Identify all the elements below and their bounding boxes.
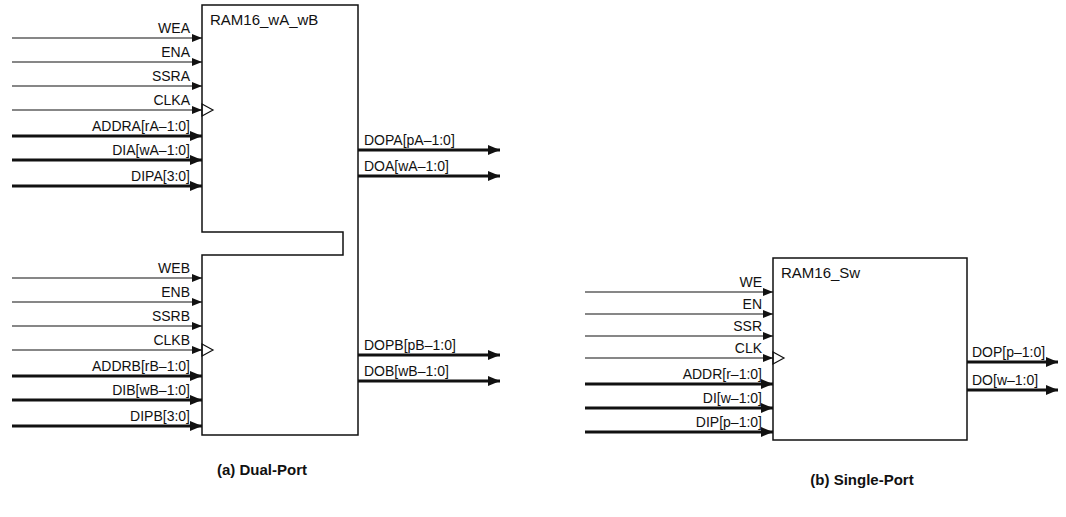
wire: [12, 85, 202, 86]
bus: [12, 399, 202, 402]
signal-name: WEB: [158, 260, 190, 276]
signal-name: DOA[wA–1:0]: [364, 158, 449, 174]
signal-name: DIPA[3:0]: [131, 168, 190, 184]
wire: [12, 301, 202, 302]
signal-name: DO[w–1:0]: [972, 372, 1038, 388]
single-port-outline: [773, 258, 967, 440]
bus: [12, 425, 202, 428]
bus: [585, 383, 773, 386]
wire: [585, 335, 773, 336]
signal-name: CLKB: [153, 332, 190, 348]
signal-name: DOP[p–1:0]: [972, 344, 1045, 360]
bus: [12, 375, 202, 378]
bus-wires: [12, 136, 1058, 432]
wire: [585, 357, 773, 358]
bus: [967, 389, 1058, 392]
block-name: RAM16_wA_wB: [202, 5, 326, 34]
bus: [12, 185, 202, 188]
wire: [12, 109, 202, 110]
wire: [12, 277, 202, 278]
signal-name: CLKA: [153, 92, 190, 108]
signal-name: EN: [743, 296, 762, 312]
wire: [12, 325, 202, 326]
signal-name: SSR: [733, 318, 762, 334]
signal-name: SSRB: [152, 308, 190, 324]
signal-name: CLK: [735, 340, 762, 356]
figure-caption: (a) Dual-Port: [217, 462, 307, 478]
wire: [12, 61, 202, 62]
signal-name: SSRA: [152, 68, 190, 84]
signal-name: ADDRB[rB–1:0]: [92, 358, 190, 374]
signal-name: ADDR[r–1:0]: [683, 366, 762, 382]
bus: [12, 159, 202, 162]
signal-name: DIPB[3:0]: [130, 408, 190, 424]
bus: [585, 431, 773, 434]
figure-caption: (b) Single-Port: [810, 472, 913, 488]
bus: [967, 361, 1058, 364]
wire: [585, 313, 773, 314]
bus: [358, 380, 500, 383]
bus: [358, 175, 500, 178]
clock-symbol: [202, 344, 213, 356]
signal-name: WEA: [158, 20, 190, 36]
ram-block: RAM16_Sw: [773, 258, 967, 440]
signal-name: DIA[wA–1:0]: [112, 142, 190, 158]
wire: [12, 37, 202, 38]
signal-name: ENB: [161, 284, 190, 300]
block-name: RAM16_Sw: [773, 258, 868, 287]
wire: [12, 349, 202, 350]
wire: [585, 291, 773, 292]
signal-name: DOPB[pB–1:0]: [364, 337, 456, 353]
signal-name: DIP[p–1:0]: [696, 414, 762, 430]
clock-symbol: [202, 104, 213, 116]
bus: [358, 354, 500, 357]
signal-name: DOPA[pA–1:0]: [364, 132, 455, 148]
signal-name: DIB[wB–1:0]: [112, 382, 190, 398]
ram-block: RAM16_wA_wB: [202, 5, 358, 232]
signal-name: ADDRA[rA–1:0]: [92, 118, 190, 134]
signal-name: WE: [739, 274, 762, 290]
bus: [585, 407, 773, 410]
bus: [358, 149, 500, 152]
signal-name: DOB[wB–1:0]: [364, 363, 449, 379]
signal-name: DI[w–1:0]: [703, 390, 762, 406]
signal-name: ENA: [161, 44, 190, 60]
bus: [12, 135, 202, 138]
control-wires: [12, 38, 773, 358]
dual-port-outline: [202, 5, 358, 435]
clock-symbol: [773, 352, 784, 364]
